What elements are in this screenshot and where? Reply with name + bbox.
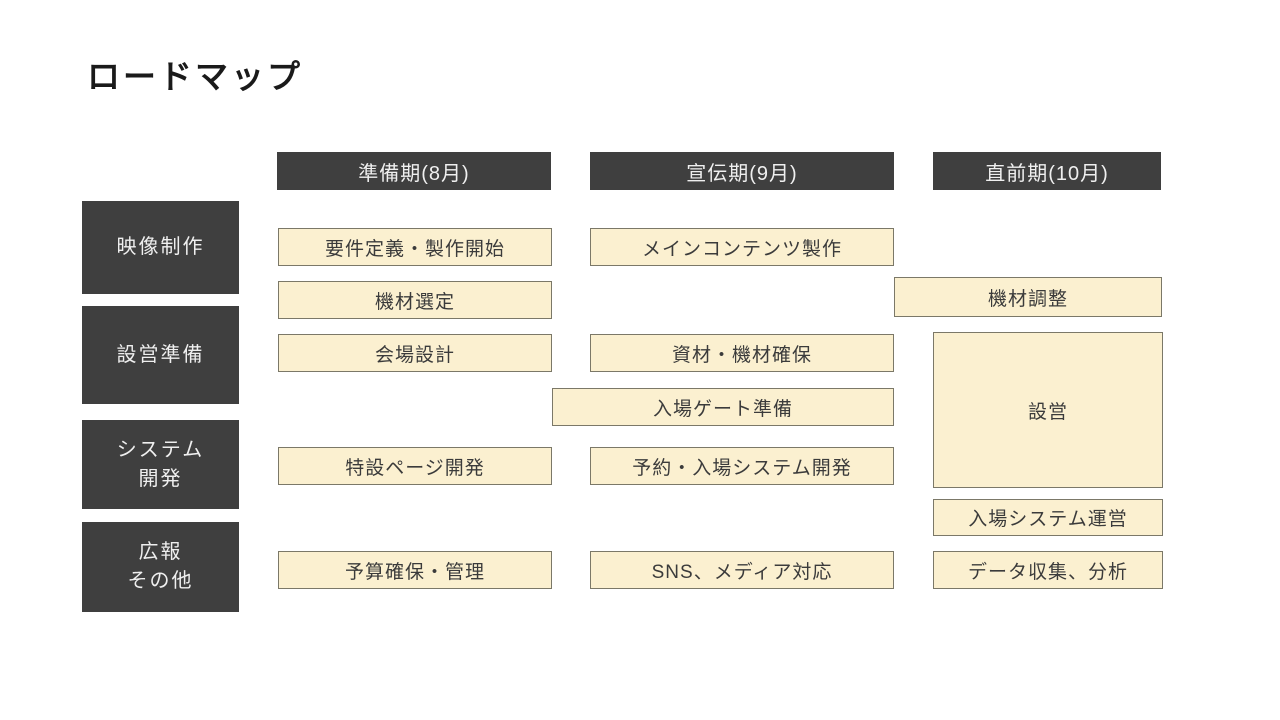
row-header-setup-preparation: 設営準備	[82, 306, 239, 404]
task-entry-system-operation: 入場システム運営	[933, 499, 1163, 536]
page-title: ロードマップ	[87, 58, 303, 95]
task-budget-securing-management: 予算確保・管理	[278, 551, 552, 589]
row-header-pr-others: 広報 その他	[82, 522, 239, 612]
task-entrance-gate-preparation: 入場ゲート準備	[552, 388, 894, 426]
task-setup: 設営	[933, 332, 1163, 488]
task-special-page-development: 特設ページ開発	[278, 447, 552, 485]
task-reservation-entry-system-development: 予約・入場システム開発	[590, 447, 894, 485]
column-header-preparation-period: 準備期(8月)	[277, 152, 551, 190]
task-requirements-definition-production-start: 要件定義・製作開始	[278, 228, 552, 266]
task-venue-design: 会場設計	[278, 334, 552, 372]
row-header-video-production: 映像制作	[82, 201, 239, 294]
column-header-final-period: 直前期(10月)	[933, 152, 1161, 190]
task-data-collection-analysis: データ収集、分析	[933, 551, 1163, 589]
task-equipment-adjustment: 機材調整	[894, 277, 1162, 317]
row-header-system-development: システム 開発	[82, 420, 239, 509]
column-header-promotion-period: 宣伝期(9月)	[590, 152, 894, 190]
task-main-content-production: メインコンテンツ製作	[590, 228, 894, 266]
task-materials-equipment-procurement: 資材・機材確保	[590, 334, 894, 372]
task-sns-media-response: SNS、メディア対応	[590, 551, 894, 589]
task-equipment-selection: 機材選定	[278, 281, 552, 319]
